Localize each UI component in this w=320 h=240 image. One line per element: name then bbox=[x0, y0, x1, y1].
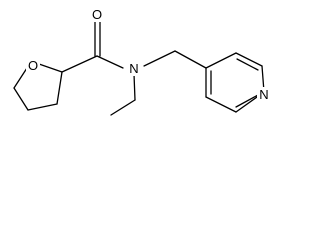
atom-label-pyridine-nitrogen: N bbox=[257, 87, 271, 102]
bond-c6-c5 bbox=[205, 96, 237, 113]
bond-ethyl-ch2-ch3 bbox=[110, 99, 136, 116]
pyridine-nitrogen-label: N bbox=[259, 87, 268, 102]
bond-c2-carbonyl-c bbox=[61, 55, 98, 73]
bond-n-c6-double bbox=[235, 94, 259, 108]
bond-n-ch2 bbox=[143, 50, 176, 67]
bond-n-ethyl-ch2 bbox=[133, 73, 136, 101]
atom-label-ring-oxygen: O bbox=[26, 58, 40, 73]
bond-c4-c5 bbox=[13, 87, 29, 111]
ring-oxygen-label: O bbox=[28, 58, 38, 73]
atom-label-amide-nitrogen: N bbox=[127, 61, 141, 76]
molecule-structure: O O N N bbox=[13, 7, 271, 116]
bond-c3-c2-double bbox=[236, 58, 259, 71]
bond-ch2-ring bbox=[174, 50, 207, 69]
bond-o-c2 bbox=[38, 63, 63, 73]
pyridine-ring bbox=[205, 52, 265, 113]
bond-c4-c3 bbox=[205, 52, 237, 69]
amide-nitrogen-label: N bbox=[129, 61, 138, 76]
carbonyl-oxygen-label: O bbox=[92, 7, 102, 22]
bond-carbonyl-c-n bbox=[96, 55, 124, 69]
bond-c5-o bbox=[13, 67, 28, 89]
thf-ring bbox=[13, 63, 63, 111]
bond-c3-c4 bbox=[27, 103, 58, 111]
atom-label-carbonyl-oxygen: O bbox=[90, 7, 104, 22]
bond-c3-c2 bbox=[235, 52, 263, 67]
bond-c2-c3 bbox=[56, 71, 63, 105]
